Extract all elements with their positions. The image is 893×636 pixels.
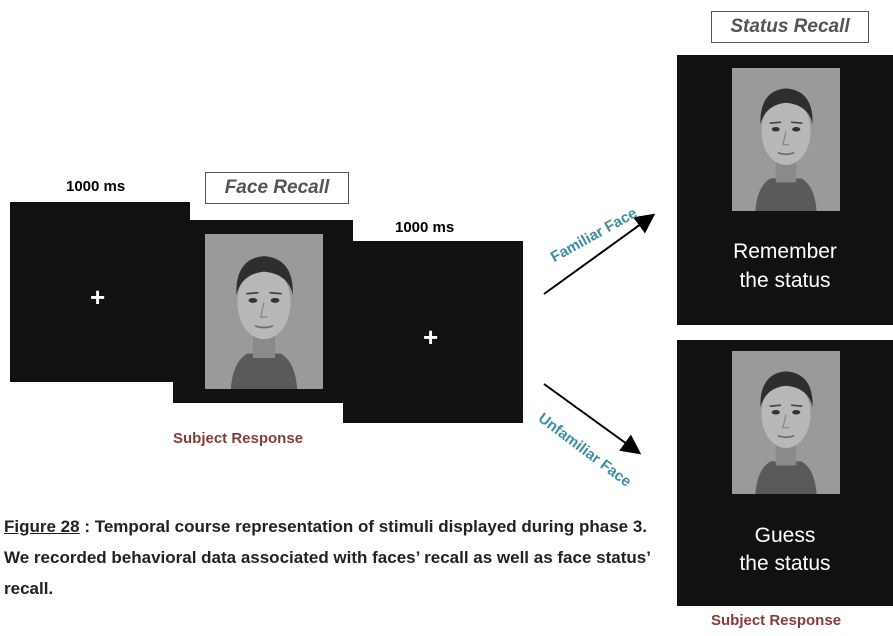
subject-response-status: Subject Response — [711, 612, 842, 629]
face-photo — [732, 351, 840, 494]
guess-line1: Guess — [754, 524, 816, 547]
guess-line2: the status — [739, 552, 831, 575]
fixation-screen-first: + — [10, 202, 190, 382]
familiar-arrow — [543, 213, 656, 295]
fixation-cross: + — [423, 322, 439, 352]
face-photo — [205, 234, 323, 389]
unfamiliar-arrow — [543, 383, 642, 455]
face-image — [205, 234, 323, 389]
status-recall-label: Status Recall — [711, 11, 869, 43]
face-image — [732, 351, 840, 494]
timing-label-second: 1000 ms — [395, 219, 455, 236]
remember-line1: Remember — [733, 240, 837, 263]
fixation-cross: + — [90, 282, 106, 312]
face-recall-screen — [173, 220, 353, 403]
branch-arrows — [543, 213, 656, 455]
figure-number: Figure 28 — [4, 517, 80, 536]
timing-label-first: 1000 ms — [66, 178, 126, 195]
familiar-status-screen: Remember the status — [677, 55, 893, 325]
unfamiliar-status-screen: Guess the status — [677, 340, 893, 606]
subject-response-face: Subject Response — [173, 430, 304, 447]
face-image — [732, 68, 840, 211]
caption-text: : Temporal course representation of stim… — [4, 517, 650, 598]
figure-caption: Figure 28 : Temporal course representati… — [4, 511, 664, 604]
face-photo — [732, 68, 840, 211]
fixation-screen-second: + — [343, 241, 523, 423]
face-recall-label: Face Recall — [205, 172, 349, 204]
remember-line2: the status — [739, 269, 831, 292]
